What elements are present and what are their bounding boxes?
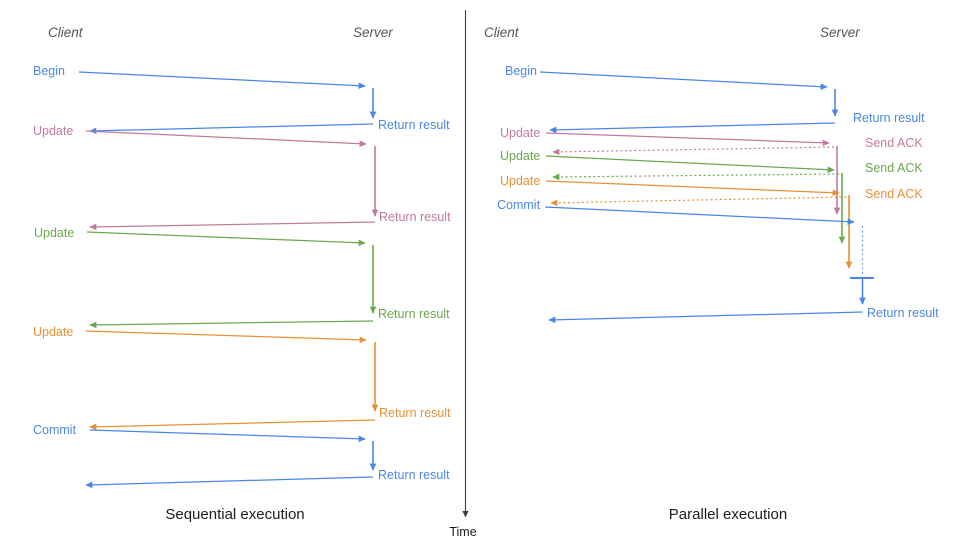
seq-begin-request-line [78, 71, 366, 89]
par-begin-response-label: Return result [853, 111, 925, 125]
par-update2-response-label: Send ACK [865, 161, 923, 175]
seq-update2-response-label: Return result [378, 307, 450, 321]
par-update2-request-line [545, 155, 835, 173]
par-update1-request-line [545, 132, 830, 147]
par-client-header: Client [484, 25, 520, 40]
seq-update3-request-line [85, 330, 367, 344]
par-begin-label: Begin [505, 64, 537, 78]
seq-update2-label: Update [34, 226, 74, 240]
seq-begin-response-line [89, 123, 374, 135]
sequential-title: Sequential execution [165, 506, 304, 523]
parallel-panel: Client Server Begin Return result Update… [484, 25, 939, 523]
par-server-header: Server [820, 25, 860, 40]
seq-update1-label: Update [33, 124, 73, 138]
par-commit-response-line [548, 311, 863, 324]
seq-begin-label: Begin [33, 64, 65, 78]
seq-update3-label: Update [33, 325, 73, 339]
parallel-title: Parallel execution [669, 506, 787, 523]
par-update3-label: Update [500, 174, 540, 188]
seq-commit-response-label: Return result [378, 468, 450, 482]
par-update2-ack-line [552, 173, 840, 181]
seq-update1-response-line [89, 221, 376, 231]
par-commit-label: Commit [497, 198, 541, 212]
seq-client-header: Client [48, 25, 84, 40]
seq-server-header: Server [353, 25, 393, 40]
seq-update1-request-line [85, 130, 367, 148]
seq-update1-response-label: Return result [379, 210, 451, 224]
par-update3-request-line [545, 180, 840, 197]
seq-commit-label: Commit [33, 423, 77, 437]
time-axis-label: Time [449, 525, 476, 539]
sequential-panel: Client Server Begin Return result Update… [33, 25, 451, 523]
seq-commit-request-line [89, 429, 366, 443]
seq-update2-request-line [86, 231, 366, 247]
par-update3-ack-line [550, 196, 847, 207]
par-commit-request-line [544, 206, 855, 225]
seq-commit-response-line [85, 476, 374, 489]
seq-update2-response-line [89, 320, 374, 329]
seq-update3-response-label: Return result [379, 406, 451, 420]
par-begin-request-line [539, 71, 828, 90]
par-update3-response-label: Send ACK [865, 187, 923, 201]
par-begin-response-line [549, 122, 836, 134]
seq-update3-response-line [89, 419, 376, 431]
par-update2-label: Update [500, 149, 540, 163]
seq-begin-response-label: Return result [378, 118, 450, 132]
par-commit-response-label: Return result [867, 306, 939, 320]
par-update1-ack-line [552, 146, 835, 156]
par-update1-response-label: Send ACK [865, 136, 923, 150]
par-update1-label: Update [500, 126, 540, 140]
